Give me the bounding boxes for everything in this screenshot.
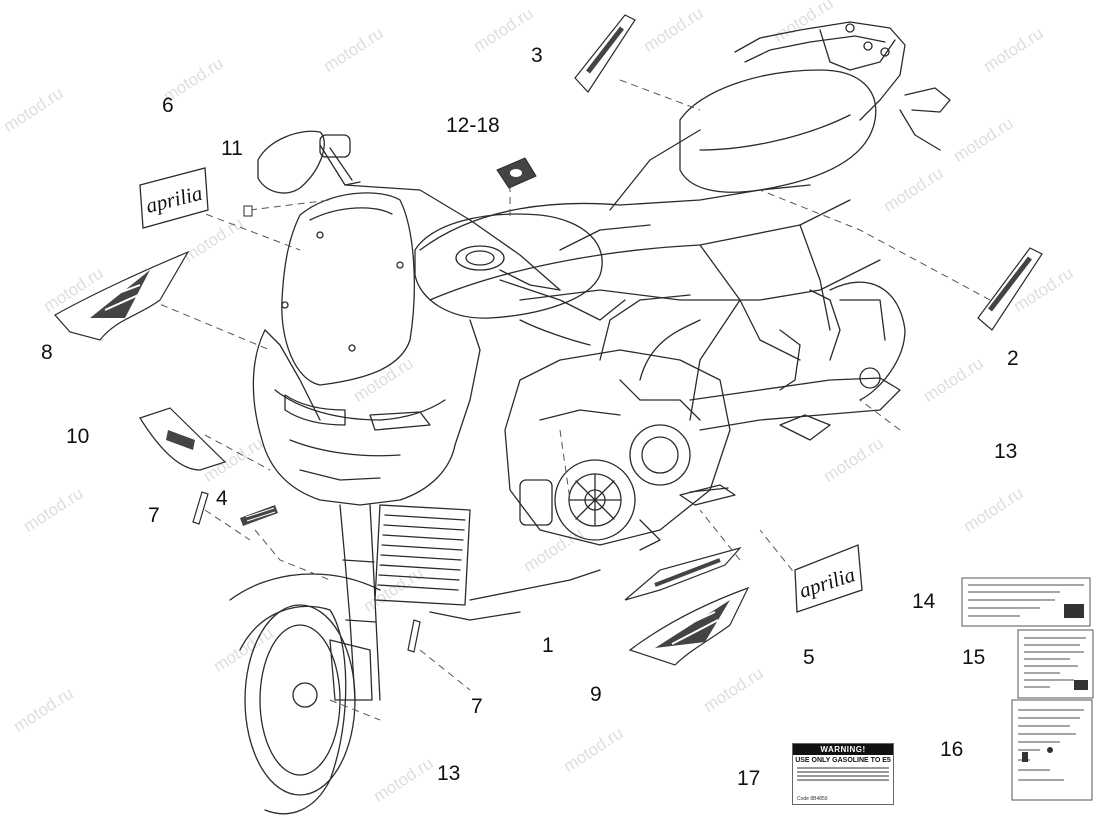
decal-3-rear-strip [574,14,636,93]
callout-3: 3 [531,44,543,67]
rear-subframe [734,21,951,151]
decal-8-side-graphic [54,250,190,341]
swingarm [689,281,906,431]
windshield [281,192,415,386]
callout-1: 1 [542,634,554,657]
decal-10-fairing-graphic [139,407,227,471]
callout-8: 8 [41,341,53,364]
mirror [257,130,325,194]
decal-7-strip-upper [192,491,209,525]
main-frame [419,129,881,421]
lower-fairing [429,569,601,621]
decal-5-brand-logo: aprilia [794,544,863,613]
callout-2: 2 [1007,347,1019,370]
callout-16: 16 [940,738,964,761]
leader-lines [149,79,991,721]
label-16-info-sheet [1011,699,1093,801]
handlebar [319,134,626,346]
decal-7-strip-lower [407,619,421,653]
callout-17: 17 [737,767,761,790]
footpeg [639,414,831,551]
callout-6: 6 [162,94,174,117]
callout-9: 9 [590,683,602,706]
callout-7-lower: 7 [471,695,483,718]
engine [504,294,731,546]
front-fairing [252,319,481,506]
label-17-fuel-warning: WARNING! USE ONLY GASOLINE TO E5 Code 8B… [792,743,894,805]
decal-9-side-graphic [628,586,750,666]
callout-13-lower: 13 [437,762,461,785]
radiator [374,504,471,606]
callout-5: 5 [803,646,815,669]
callout-4: 4 [216,487,228,510]
front-fork [329,504,381,701]
decal-4-small-graphic [240,505,278,526]
warning-fine-print [797,767,889,781]
front-wheel [229,573,381,815]
callout-13-right: 13 [994,440,1018,463]
decal-6-brand-logo: aprilia [139,167,209,229]
warning-code: Code 8B4859 [797,796,828,802]
warning-header: WARNING! [793,744,893,755]
callout-12-18: 12-18 [446,114,500,137]
decal-2-tail-strip [977,247,1043,331]
warning-fuel-text: USE ONLY GASOLINE TO E5 [795,757,891,764]
callout-10: 10 [66,425,90,448]
fuel-tank [414,213,603,319]
callout-14: 14 [912,590,936,613]
label-15-info-sheet [1017,629,1094,699]
decal-1-side-strip [624,546,742,601]
callout-7-left: 7 [148,504,160,527]
label-14-info-sheet [961,577,1091,627]
headlights [284,394,431,431]
callout-11: 11 [221,137,243,160]
seat [679,69,877,193]
decal-11-small-label [243,205,253,217]
decal-12-18-small-label [496,157,537,189]
callout-15: 15 [962,646,986,669]
